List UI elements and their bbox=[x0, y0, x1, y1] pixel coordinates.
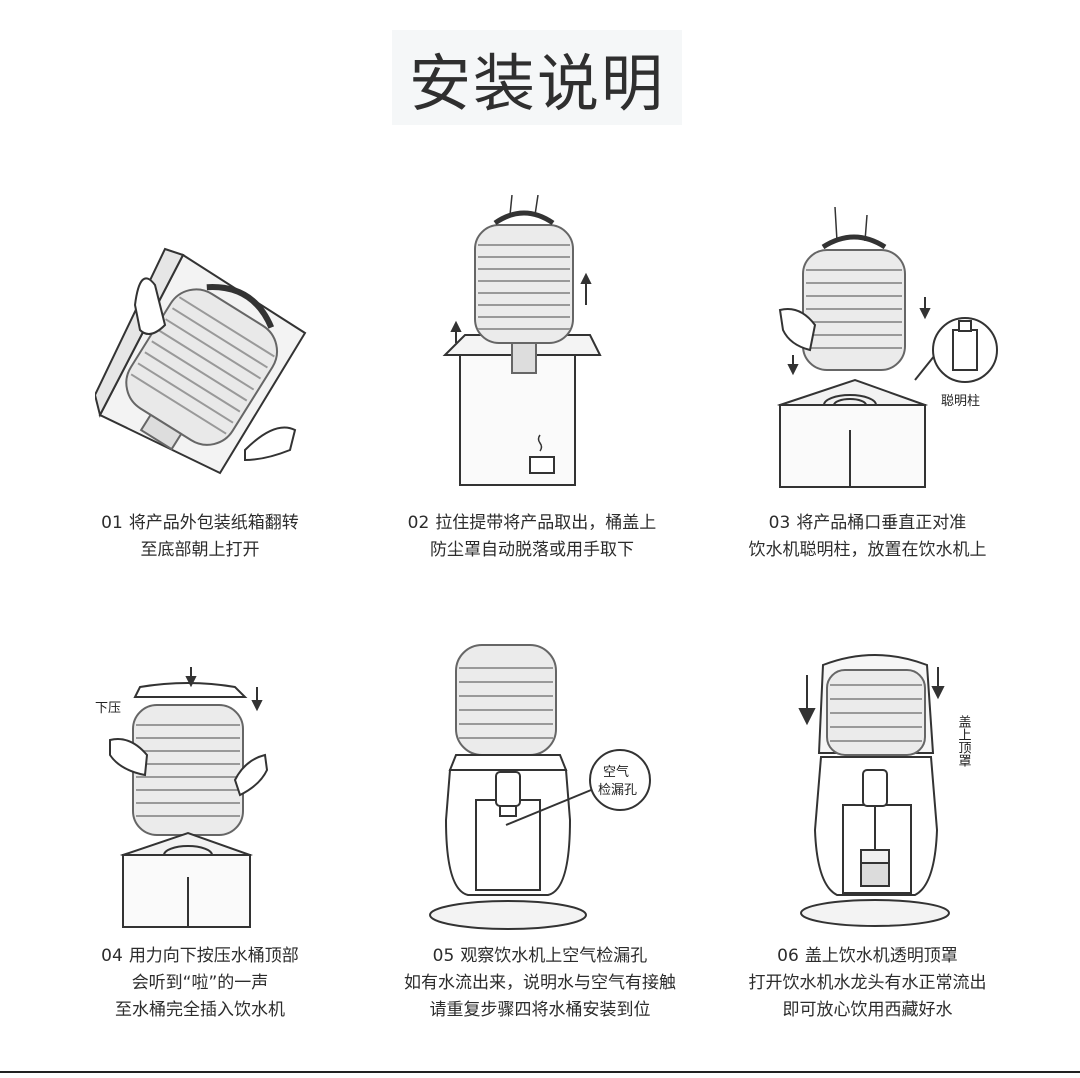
step-number: 05 bbox=[432, 946, 455, 966]
step-04-illustration: 下压 bbox=[95, 667, 269, 928]
step-04-callout: 下压 bbox=[95, 701, 121, 716]
step-number: 06 bbox=[777, 946, 799, 966]
step-number: 04 bbox=[101, 946, 123, 966]
title-banner: 安装说明 bbox=[392, 30, 682, 125]
page-title: 安装说明 bbox=[408, 46, 665, 120]
step-06-illustration: 盖上顶罩 bbox=[798, 654, 972, 927]
bottom-divider bbox=[0, 1071, 1080, 1073]
step-number: 01 bbox=[101, 513, 123, 533]
step-05-illustration: 空气 检漏孔 bbox=[429, 644, 651, 930]
step-03-illustration: 聪明柱 bbox=[776, 206, 998, 488]
step-05-callout-line2: 检漏孔 bbox=[598, 782, 637, 798]
step-03-callout: 聪明柱 bbox=[941, 394, 980, 409]
step-05-callout-line1: 空气 bbox=[603, 764, 629, 780]
step-01-illustration bbox=[95, 247, 307, 475]
step-number: 03 bbox=[768, 513, 791, 533]
step-02-illustration bbox=[442, 195, 602, 486]
step-06-callout: 盖上顶罩 bbox=[956, 715, 972, 767]
step-number: 02 bbox=[407, 513, 430, 533]
